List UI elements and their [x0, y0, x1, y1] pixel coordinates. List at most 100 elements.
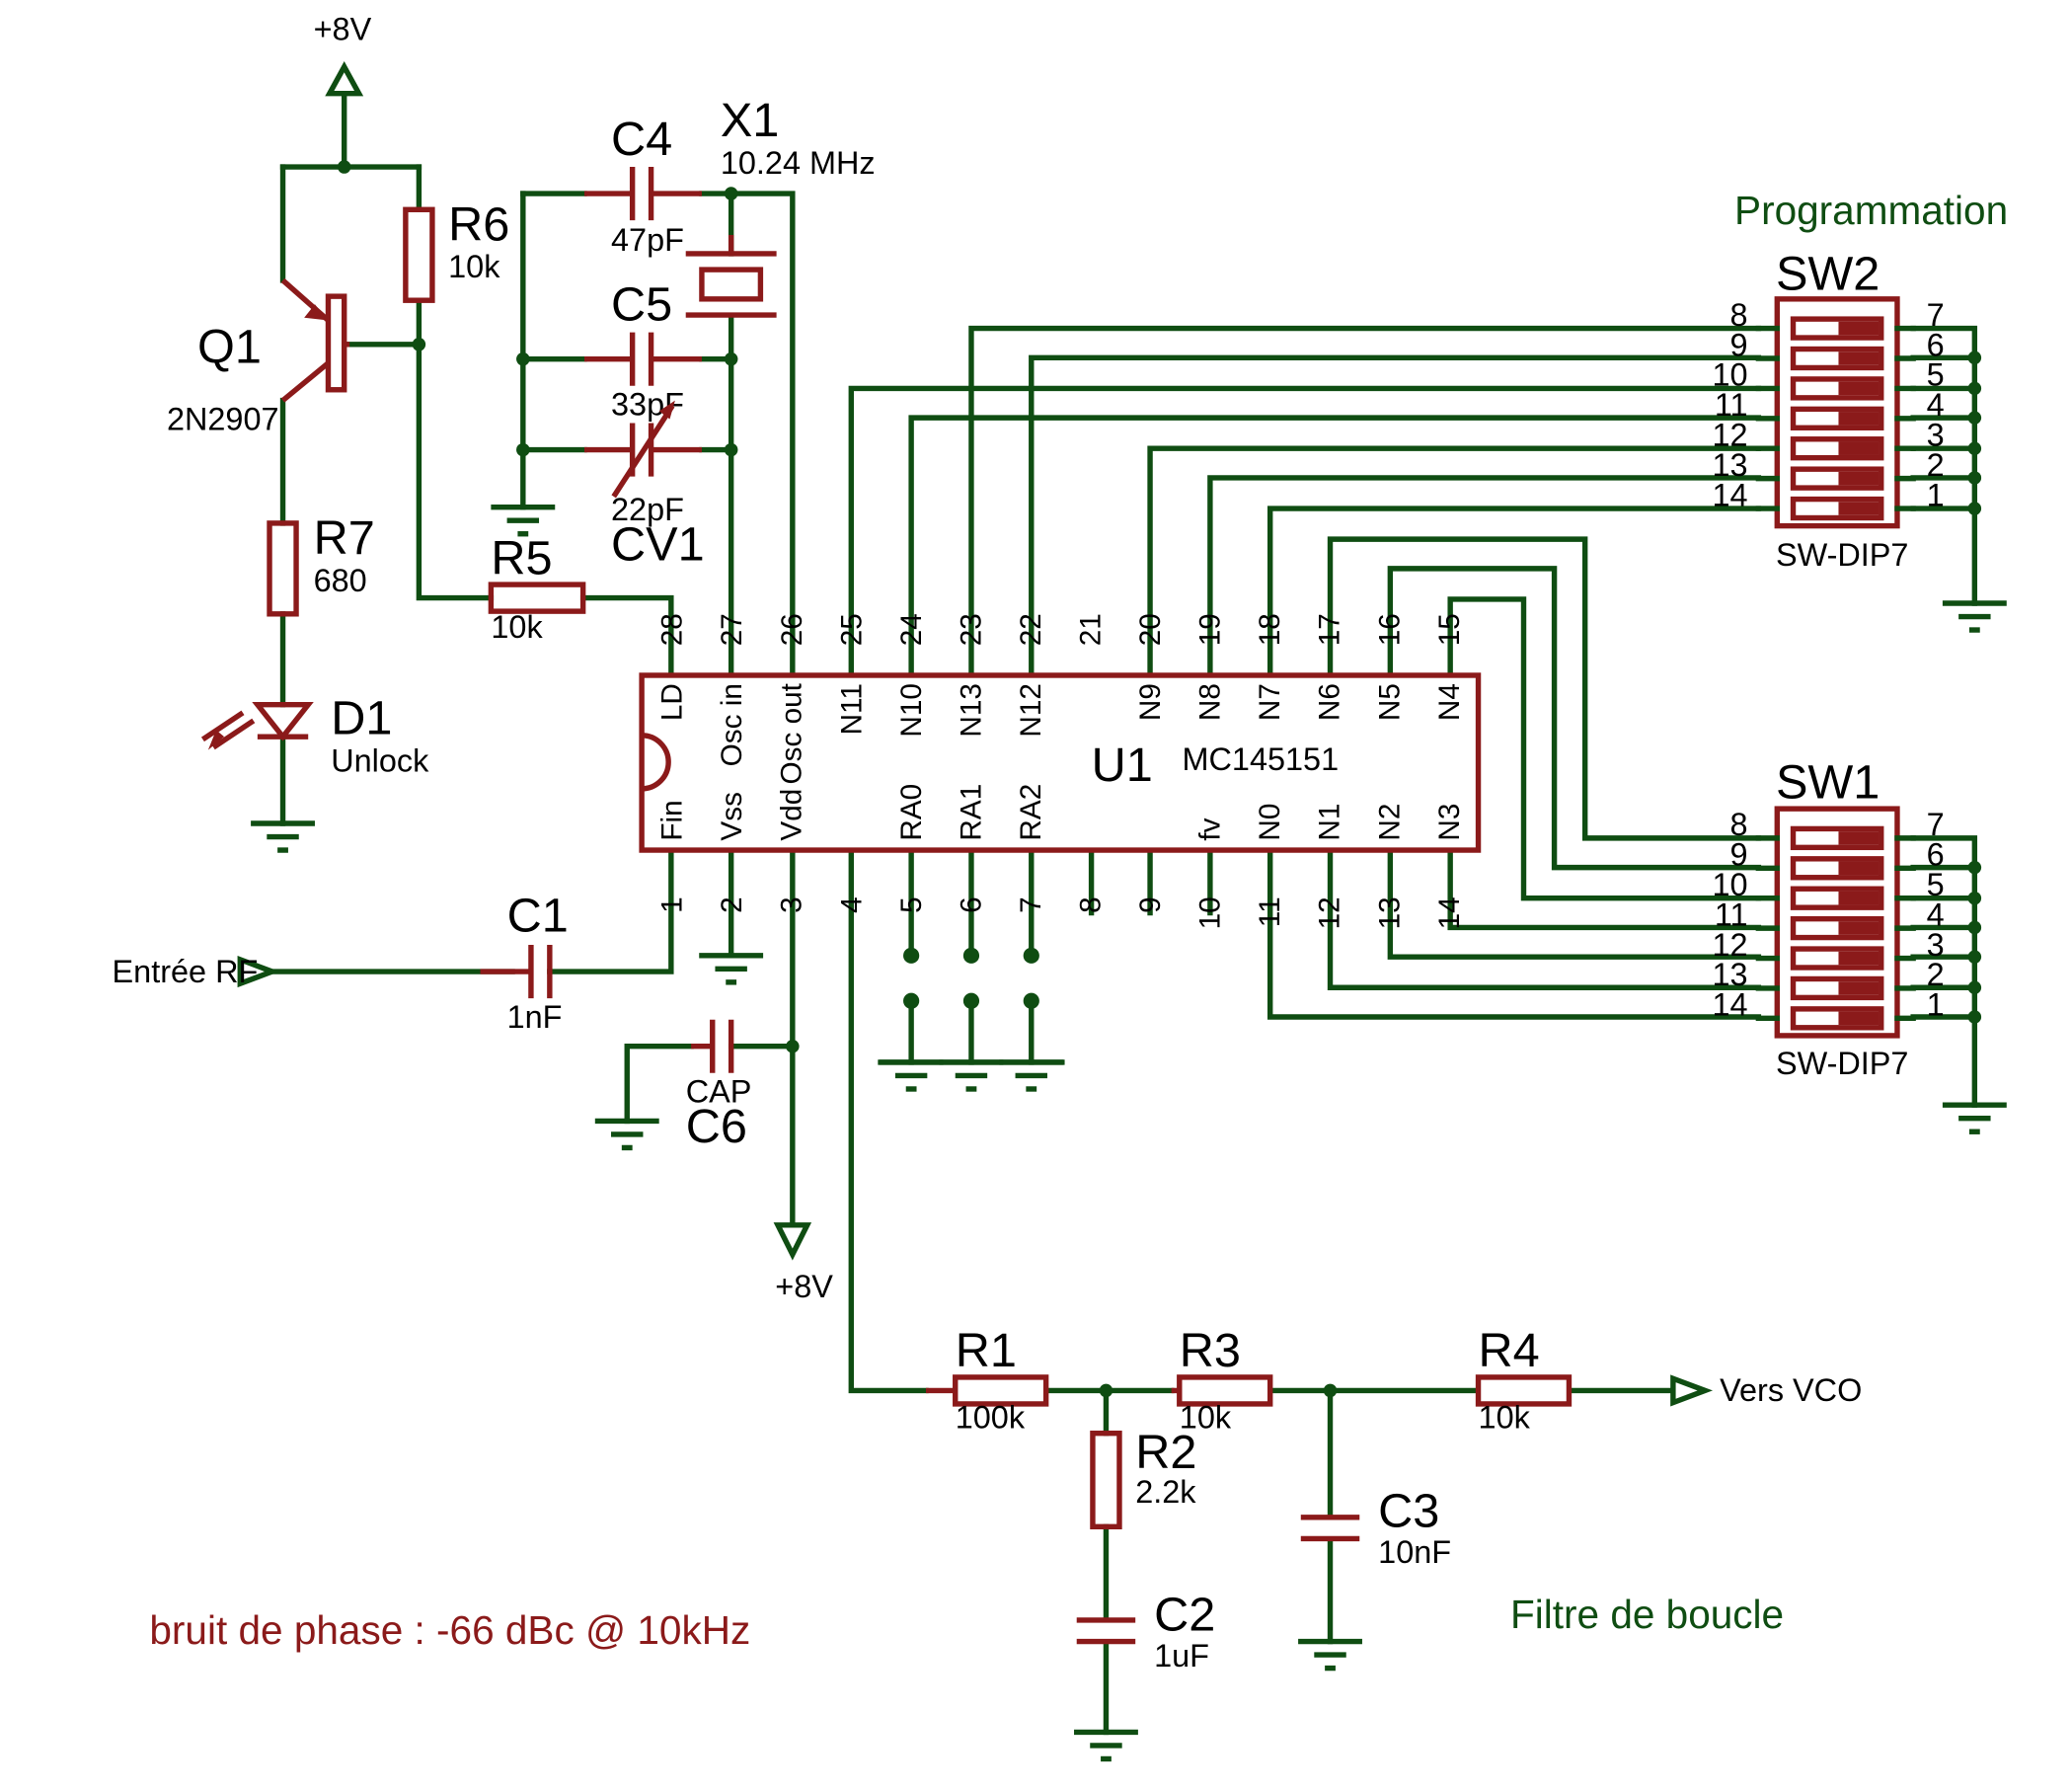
dip-slide [1790, 946, 1884, 971]
u1-pin-number: 19 [1194, 613, 1227, 646]
vco-output-label: Vers VCO [1720, 1372, 1862, 1408]
dip-knob [1838, 471, 1880, 486]
dip-right-pin-number: 2 [1927, 447, 1945, 483]
c1-ref: C1 [507, 889, 569, 942]
u1-pin-name: N8 [1194, 683, 1227, 721]
u1-pin-name: LD [656, 683, 689, 721]
u1-pin-number: 22 [1015, 613, 1047, 646]
u1-pin-number: 2 [716, 896, 748, 913]
plus8v-bottom-arrow [773, 1222, 812, 1261]
junctions [337, 160, 1982, 1398]
dip-knob [1838, 502, 1880, 515]
dip-knob [1838, 861, 1880, 876]
c4-value: 47pF [611, 222, 684, 258]
dip-slide [1790, 466, 1884, 491]
dip-knob [1838, 951, 1880, 966]
c2-ref: C2 [1154, 1589, 1215, 1642]
dip-left-pin-number: 10 [1712, 357, 1747, 393]
dip-slide [1790, 825, 1884, 851]
u1-pin-number: 17 [1314, 613, 1346, 646]
u1-pin-name: N7 [1254, 683, 1286, 721]
c6-capacitor [691, 1019, 734, 1073]
dip-left-pin-number: 10 [1712, 867, 1747, 902]
u1-pin-number: 21 [1075, 613, 1108, 646]
dip-right-pin-number: 4 [1927, 387, 1945, 423]
sw2-value: SW-DIP7 [1776, 537, 1909, 573]
r3-ref: R3 [1180, 1324, 1241, 1377]
r3-value: 10k [1180, 1399, 1232, 1435]
dip-right-pin-number: 1 [1927, 477, 1945, 512]
dip-slide [1790, 376, 1884, 401]
c3-ref: C3 [1378, 1484, 1439, 1537]
vco-output-port [1670, 1374, 1714, 1407]
u1-pin-number: 11 [1254, 896, 1286, 927]
dip-knob [1838, 441, 1880, 455]
u1-pin-number: 5 [895, 896, 928, 913]
u1-pin-name: Osc in [716, 683, 748, 766]
dip-right-pin-number: 3 [1927, 418, 1945, 453]
u1-pin-number: 23 [955, 613, 987, 646]
r5-value: 10k [491, 609, 543, 645]
r1-value: 100k [956, 1399, 1026, 1435]
u1-pin-name: RA0 [895, 784, 928, 841]
u1-pin-number: 13 [1373, 896, 1406, 929]
c1-value: 1nF [507, 999, 563, 1035]
programmation-label: Programmation [1734, 188, 2008, 233]
dip-slide [1790, 856, 1884, 881]
dip-left-pin-number: 14 [1712, 477, 1747, 512]
dip-left-pin-number: 8 [1730, 297, 1748, 333]
dip-slide [1790, 1006, 1884, 1031]
q1-ref: Q1 [197, 321, 262, 374]
r4-resistor [1475, 1374, 1573, 1407]
u1-pin-name: N2 [1373, 804, 1406, 841]
ground-symbols [254, 507, 2004, 1759]
sw1-ref: SW1 [1776, 755, 1880, 809]
c4-ref: C4 [611, 113, 672, 166]
u1-pin-number: 20 [1134, 613, 1167, 646]
u1-pin-number: 15 [1433, 613, 1466, 646]
rf-input-label: Entrée RF [113, 954, 259, 989]
r6-resistor [403, 206, 435, 303]
c3-capacitor [1300, 1515, 1360, 1542]
u1-pin-name: RA1 [955, 784, 987, 841]
plus8v-top-label: +8V [314, 12, 372, 47]
dip-right-pin-number: 5 [1927, 357, 1945, 393]
dip-left-pin-number: 13 [1712, 957, 1747, 992]
u1-pin-name: RA2 [1015, 784, 1047, 841]
u1-pin-name: N12 [1015, 683, 1047, 738]
c2-value: 1uF [1154, 1638, 1209, 1674]
cv1-value: 22pF [611, 492, 684, 527]
c5-capacitor [583, 332, 702, 386]
sw2-ref: SW2 [1776, 247, 1880, 300]
u1-pin-name: N1 [1314, 804, 1346, 841]
x1-ref: X1 [721, 94, 780, 147]
u1-pin-name: N5 [1373, 683, 1406, 721]
dip-right-pin-number: 1 [1927, 987, 1945, 1023]
x1-crystal [685, 234, 777, 318]
r2-ref: R2 [1135, 1426, 1196, 1479]
u1-pin-number: 7 [1015, 896, 1047, 913]
dip-knob [1838, 381, 1880, 396]
dip-right-pin-number: 6 [1927, 837, 1945, 873]
dip-body [1774, 296, 1900, 529]
u1-pin-number: 26 [776, 613, 808, 646]
cv1-ref: CV1 [611, 518, 705, 572]
r7-value: 680 [314, 563, 367, 598]
dip-slide [1790, 436, 1884, 461]
dip-knob [1838, 351, 1880, 365]
u1-ic [639, 672, 1482, 853]
dip-right-pin-number: 7 [1927, 297, 1945, 333]
r1-ref: R1 [956, 1324, 1017, 1377]
dip-right-pin-number: 4 [1927, 896, 1945, 932]
u1-pin-name: N13 [955, 683, 987, 738]
dip-knob [1838, 891, 1880, 905]
dip-left-pin-number: 12 [1712, 927, 1747, 963]
wires [270, 90, 1978, 1736]
r4-value: 10k [1479, 1399, 1531, 1435]
dip-left-pin-number: 13 [1712, 447, 1747, 483]
dip-knob [1838, 1011, 1880, 1026]
r2-value: 2.2k [1135, 1474, 1196, 1510]
r5-ref: R5 [491, 531, 552, 584]
